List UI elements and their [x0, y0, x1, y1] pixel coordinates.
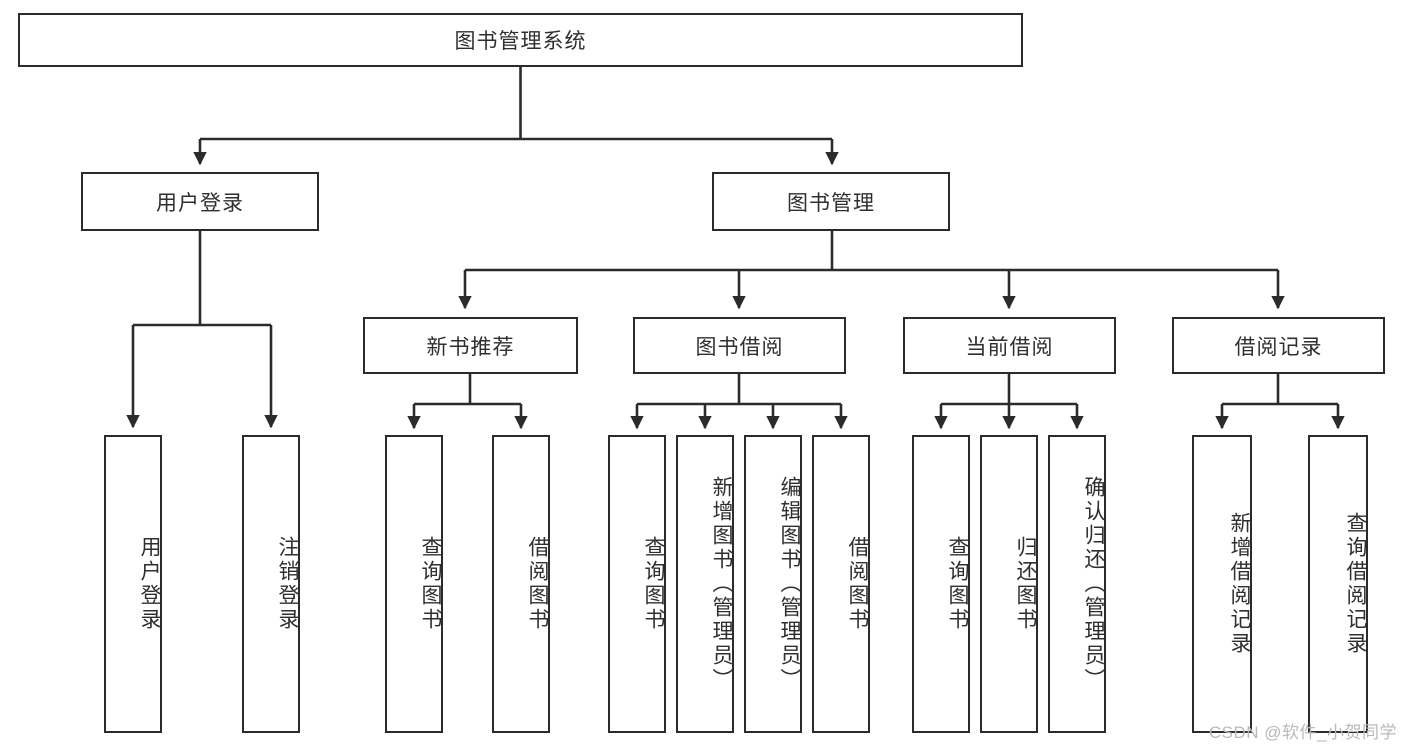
node-root[interactable]: 图书管理系统: [18, 13, 1023, 67]
node-leaf-query-book-3[interactable]: 查询图书: [912, 435, 970, 733]
node-book-management-label: 图书管理: [787, 191, 875, 215]
node-leaf-logout-login-label: 注销登录: [276, 536, 299, 632]
node-book-management[interactable]: 图书管理: [712, 172, 950, 231]
node-leaf-query-record-label: 查询借阅记录: [1344, 512, 1367, 656]
node-book-borrow[interactable]: 图书借阅: [633, 317, 846, 374]
node-leaf-confirm-return[interactable]: 确认归还（管理员）: [1048, 435, 1106, 733]
node-leaf-logout-login[interactable]: 注销登录: [242, 435, 300, 733]
node-leaf-add-record[interactable]: 新增借阅记录: [1192, 435, 1252, 733]
node-leaf-user-login[interactable]: 用户登录: [104, 435, 162, 733]
node-root-label: 图书管理系统: [454, 30, 587, 53]
node-leaf-add-book[interactable]: 新增图书（管理员）: [676, 435, 734, 733]
node-leaf-return-book[interactable]: 归还图书: [980, 435, 1038, 733]
node-current-borrow[interactable]: 当前借阅: [903, 317, 1116, 374]
node-book-borrow-label: 图书借阅: [695, 335, 784, 359]
node-leaf-query-book-1[interactable]: 查询图书: [385, 435, 443, 733]
node-leaf-return-book-label: 归还图书: [1014, 536, 1037, 632]
node-user-login[interactable]: 用户登录: [81, 172, 319, 231]
node-leaf-query-book-2-label: 查询图书: [642, 536, 665, 632]
node-leaf-query-book-3-label: 查询图书: [946, 536, 969, 632]
node-leaf-borrow-book-1[interactable]: 借阅图书: [492, 435, 550, 733]
node-leaf-query-record[interactable]: 查询借阅记录: [1308, 435, 1368, 733]
node-borrow-record[interactable]: 借阅记录: [1172, 317, 1385, 374]
node-borrow-record-label: 借阅记录: [1234, 335, 1323, 359]
node-leaf-add-book-label: 新增图书（管理员）: [710, 476, 733, 692]
node-new-book-recommend-label: 新书推荐: [426, 335, 515, 359]
node-leaf-query-book-2[interactable]: 查询图书: [608, 435, 666, 733]
node-leaf-edit-book-label: 编辑图书（管理员）: [778, 476, 801, 692]
node-new-book-recommend[interactable]: 新书推荐: [363, 317, 578, 374]
node-leaf-add-record-label: 新增借阅记录: [1228, 512, 1251, 656]
node-leaf-edit-book[interactable]: 编辑图书（管理员）: [744, 435, 802, 733]
node-leaf-borrow-book-2[interactable]: 借阅图书: [812, 435, 870, 733]
csdn-watermark: CSDN @软件_小贺同学: [1208, 723, 1397, 742]
node-leaf-borrow-book-2-label: 借阅图书: [846, 536, 869, 632]
node-leaf-confirm-return-label: 确认归还（管理员）: [1082, 476, 1105, 692]
node-current-borrow-label: 当前借阅: [965, 335, 1054, 359]
node-user-login-label: 用户登录: [156, 191, 244, 215]
node-leaf-user-login-label: 用户登录: [138, 536, 161, 632]
node-leaf-query-book-1-label: 查询图书: [419, 536, 442, 632]
node-leaf-borrow-book-1-label: 借阅图书: [526, 536, 549, 632]
